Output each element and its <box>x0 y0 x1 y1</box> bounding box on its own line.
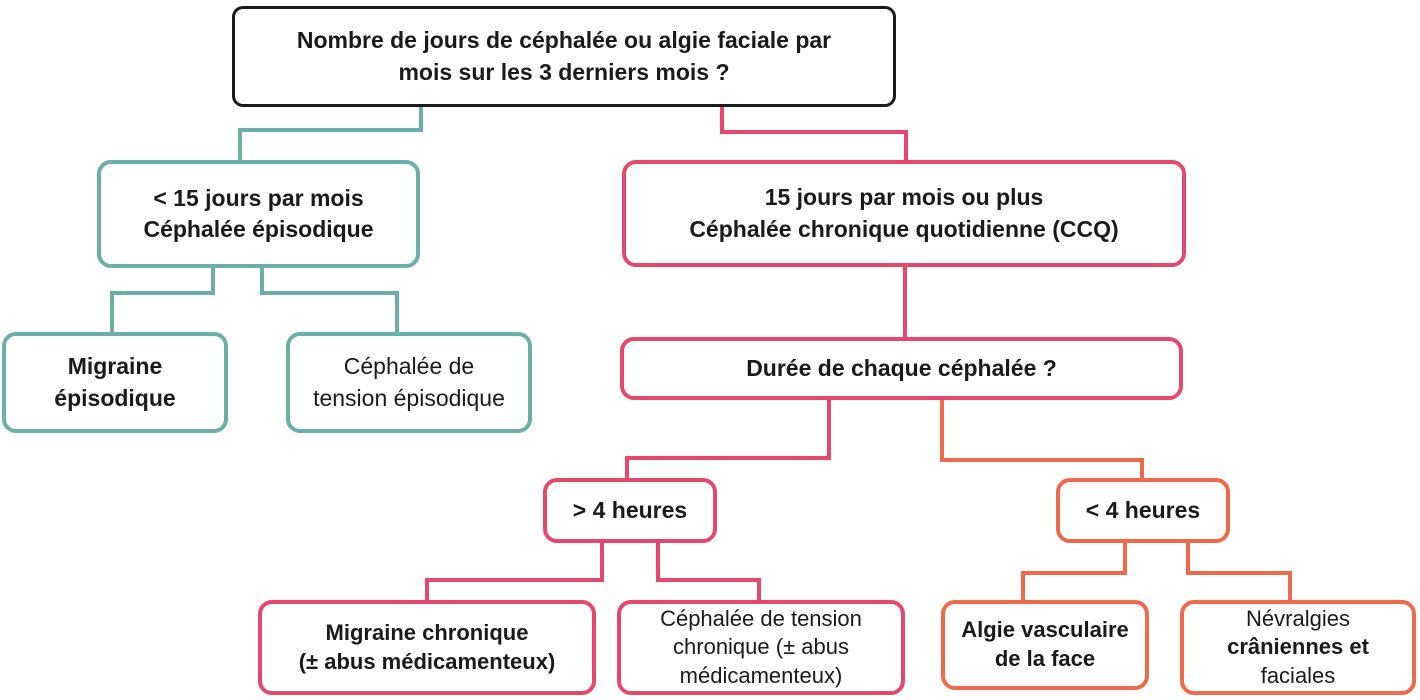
node-chronic-migraine: Migraine chronique (± abus médicamenteux… <box>258 600 596 695</box>
connector-root-to-chronic <box>720 107 908 161</box>
node-chronic-daily-headache: 15 jours par mois ou plus Céphalée chron… <box>622 160 1186 267</box>
connector-under4h-to-neuralgia <box>1186 542 1292 601</box>
node-label-line: 15 jours par mois ou plus <box>764 184 1044 211</box>
node-episodic-tension-headache: Céphalée de tension épisodique <box>286 332 532 433</box>
node-label-line: Céphalée de <box>343 353 475 380</box>
node-label-line: > 4 heures <box>572 496 688 523</box>
node-label-line: médicamenteux) <box>679 662 843 688</box>
node-label-line: (± abus médicamenteux) <box>298 648 556 674</box>
connector-duration-to-over4h <box>625 399 831 479</box>
node-label-line: < 4 heures <box>1085 496 1201 523</box>
connector-episodic-to-migraine <box>110 267 215 333</box>
node-duration-question: Durée de chaque céphalée ? <box>620 337 1183 400</box>
node-under-4-hours: < 4 heures <box>1056 478 1230 543</box>
node-episodic-headache: < 15 jours par mois Céphalée épisodique <box>97 160 420 268</box>
node-episodic-migraine: Migraine épisodique <box>2 332 228 433</box>
node-label-line: < 15 jours par mois <box>153 184 364 211</box>
node-label-line: tension épisodique <box>313 384 505 411</box>
node-label-line: Céphalée chronique quotidienne (CCQ) <box>689 215 1119 242</box>
node-label-line: Nombre de jours de céphalée ou algie fac… <box>296 27 832 54</box>
connector-episodic-to-tension <box>260 267 399 333</box>
node-label-line: mois sur les 3 derniers mois ? <box>398 58 730 85</box>
node-label-line: Durée de chaque céphalée ? <box>746 354 1057 381</box>
node-label-line: crâniennes et <box>1227 634 1369 660</box>
connector-root-to-episodic <box>238 107 423 161</box>
node-label-line: faciales <box>1260 662 1336 688</box>
node-label-line: Algie vasculaire <box>961 617 1129 643</box>
node-label-line: Migraine <box>67 353 163 380</box>
node-label-line: chronique (± abus <box>673 634 849 660</box>
connector-over4h-to-tension-chronic <box>656 542 761 601</box>
node-label-line: épisodique <box>54 384 176 411</box>
node-label-line: Céphalée de tension <box>660 605 862 631</box>
node-chronic-tension-headache: Céphalée de tension chronique (± abus mé… <box>617 600 905 695</box>
node-root-question: Nombre de jours de céphalée ou algie fac… <box>232 6 896 107</box>
node-label-line: Migraine chronique <box>325 619 529 645</box>
node-over-4-hours: > 4 heures <box>543 478 717 543</box>
node-label-line: Névralgies <box>1246 605 1350 631</box>
connector-duration-to-under4h <box>940 399 1144 479</box>
node-label-line: de la face <box>994 646 1096 671</box>
connector-over4h-to-migraine-chronic <box>425 542 604 601</box>
node-cranial-neuralgias: Névralgies crâniennes et faciales <box>1180 600 1416 695</box>
node-cluster-headache: Algie vasculaire de la face <box>941 600 1149 690</box>
connector-under4h-to-cluster <box>1021 542 1127 601</box>
node-label-line: Céphalée épisodique <box>143 216 374 242</box>
